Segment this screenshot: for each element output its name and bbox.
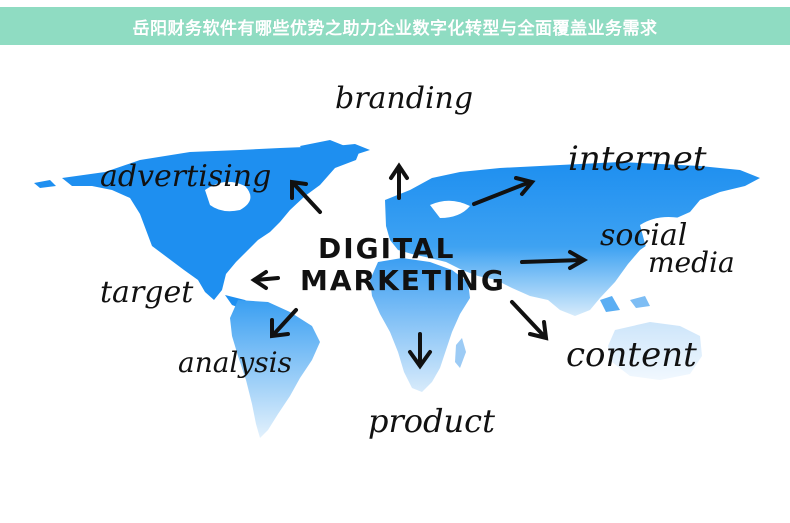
world-map-graphic: branding advertising internet social med…	[34, 81, 760, 440]
map-gap	[430, 200, 470, 218]
arrow-up-icon	[389, 162, 409, 200]
word-media: media	[648, 246, 735, 279]
africa-shape	[370, 258, 470, 392]
word-branding: branding	[335, 81, 473, 116]
arrow-down-icon	[408, 332, 432, 370]
banner-title: 岳阳财务软件有哪些优势之助力企业数字化转型与全面覆盖业务需求	[132, 18, 658, 39]
arrow-up-left-icon	[290, 179, 322, 214]
south-america-shape	[230, 300, 320, 438]
word-content: content	[566, 335, 697, 375]
center-label-digital: DIGITAL	[318, 232, 456, 265]
arrow-up-right-icon	[472, 176, 536, 206]
digital-marketing-illustration: branding advertising internet social med…	[0, 45, 790, 523]
madagascar-shape	[455, 338, 466, 368]
word-social: social	[600, 218, 687, 253]
arrow-left-icon	[250, 270, 280, 290]
arrow-down-right-icon	[510, 300, 549, 341]
word-internet: internet	[568, 139, 707, 179]
australia-shape	[608, 322, 702, 380]
word-analysis: analysis	[178, 346, 292, 379]
map-gap	[640, 216, 694, 264]
center-label-marketing: MARKETING	[300, 264, 506, 297]
word-target: target	[100, 275, 194, 310]
arrow-right-icon	[520, 250, 589, 270]
arrow-down-left-icon	[270, 308, 298, 339]
arrows-group	[250, 162, 589, 370]
word-advertising: advertising	[100, 159, 271, 194]
title-banner: 岳阳财务软件有哪些优势之助力企业数字化转型与全面覆盖业务需求	[0, 7, 790, 45]
island-shape	[630, 296, 650, 308]
word-product: product	[368, 402, 495, 440]
island-shape	[600, 296, 620, 312]
greenland-shape	[300, 140, 345, 154]
